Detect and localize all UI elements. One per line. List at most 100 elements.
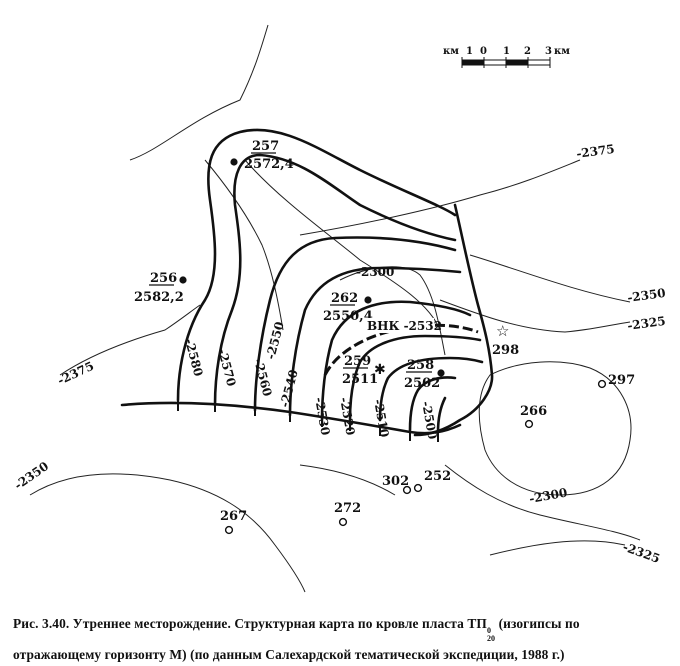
fault-line-south (120, 401, 462, 435)
isoline-2375-west (59, 304, 201, 376)
isoline-label: -2300 (356, 265, 394, 279)
scale-tick-label: 1 (466, 46, 473, 57)
isoline-2540 (320, 300, 472, 422)
caption-text-start: Рис. 3.40. Утреннее месторождение. Струк… (13, 616, 468, 631)
isoline-south-center (299, 464, 396, 496)
well-272: 272 (334, 501, 361, 527)
well-open-star-icon: ☆ (496, 322, 509, 340)
isoline-label: -2530 (312, 396, 332, 436)
isoline-2300-north (339, 266, 446, 356)
well-circle-icon (402, 485, 412, 495)
scale-tick-label: 1 (503, 46, 510, 57)
isoline-label: -2540 (277, 368, 300, 409)
well-259: ✱ 259 2511 (342, 354, 386, 387)
well-298: ☆ 298 (492, 322, 519, 358)
isoline-label: -2375 (55, 359, 96, 388)
scale-tick-label: 3 (545, 46, 552, 57)
scale-tick-label: 0 (480, 46, 487, 57)
well-value: 2511 (342, 372, 378, 387)
isoline-2325-east (439, 299, 631, 333)
fault-line-east (413, 203, 494, 437)
well-value: 2572,4 (244, 157, 294, 172)
isoline-2325-southeast (444, 464, 641, 541)
scale-tick-label: 2 (524, 46, 531, 57)
well-number: 259 (344, 354, 371, 369)
isoline-south (489, 540, 626, 556)
well-number: 258 (407, 358, 434, 373)
isoline-label: -2500 (419, 400, 439, 440)
isoline-label: -2580 (182, 337, 205, 378)
formation-symbol-base: ТП (467, 616, 487, 631)
isoline-2550 (288, 266, 462, 417)
well-297: 297 (597, 373, 635, 389)
isoline-label: -2350 (626, 286, 666, 305)
well-value: 2502 (404, 376, 440, 391)
well-dot-icon (437, 369, 445, 377)
well-circle-icon (524, 419, 534, 429)
well-252: 252 (413, 469, 451, 493)
well-circle-icon (413, 483, 423, 493)
well-number: 256 (150, 271, 177, 286)
isoline-thin-mid (244, 159, 441, 331)
well-number: 266 (520, 404, 547, 419)
isoline-2510 (408, 376, 457, 432)
well-266: 266 (520, 404, 547, 429)
isoline-2560 (253, 236, 457, 412)
well-number: 272 (334, 501, 361, 516)
well-filled-star-icon: ✱ (374, 362, 386, 378)
well-circle-icon (597, 379, 607, 389)
isoline-2375-north (129, 24, 269, 161)
fault-ticks (177, 401, 439, 442)
isoline-label: -2350 (12, 459, 51, 492)
scale-right-unit: км (554, 46, 570, 57)
owc-label: ВНК -2532 (367, 319, 442, 333)
isoline-label: -2550 (263, 320, 286, 361)
isoline-2530 (348, 334, 482, 422)
fold-isolines (120, 128, 494, 437)
well-number: 262 (331, 291, 358, 306)
well-circle-icon (224, 525, 234, 535)
isoline-2580 (176, 128, 457, 402)
isoline-label: -2325 (626, 314, 666, 333)
structural-map: км 1 0 1 2 3 км 257 2572,4 256 2582,2 (12, 24, 666, 593)
isoline-2300-east-loop (478, 361, 632, 496)
well-dot-icon (179, 276, 187, 284)
outer-isolines (29, 24, 641, 593)
wells: 257 2572,4 256 2582,2 262 2550,4 ✱ 259 2… (134, 139, 635, 535)
isoline-thin-inner-west (204, 159, 284, 331)
isoline-2520 (378, 356, 484, 422)
well-number: 267 (220, 509, 247, 524)
well-value: 2550,4 (323, 309, 373, 324)
well-number: 252 (424, 469, 451, 484)
scale-bar: км 1 0 1 2 3 км (443, 46, 570, 68)
isoline-2500 (436, 396, 447, 434)
formation-symbol-sup: 0 (486, 626, 492, 635)
well-302: 302 (382, 474, 412, 495)
isoline-label: -2325 (621, 540, 662, 566)
well-258: 258 2502 (404, 358, 445, 391)
well-value: 2582,2 (134, 290, 184, 305)
well-262: 262 2550,4 (323, 291, 373, 324)
well-256: 256 2582,2 (134, 271, 187, 305)
well-dot-icon (364, 296, 372, 304)
well-number: 257 (252, 139, 279, 154)
well-267: 267 (220, 509, 247, 535)
isoline-label: -2510 (371, 398, 391, 438)
scale-left-unit: км (443, 46, 459, 57)
caption-text-end: (изогипсы по отражающему горизонту М) (п… (13, 616, 580, 662)
isoline-label: -2375 (575, 142, 615, 161)
well-dot-icon (230, 158, 238, 166)
isoline-2350-east (469, 254, 631, 303)
isoline-2570 (213, 153, 457, 407)
well-257: 257 2572,4 (230, 139, 294, 172)
well-number: 302 (382, 474, 409, 489)
well-circle-icon (338, 517, 348, 527)
isoline-label: -2300 (528, 486, 568, 506)
figure-caption: Рис. 3.40. Утреннее месторождение. Струк… (13, 612, 668, 666)
isoline-2350-southwest (29, 473, 306, 593)
isoline-label: -2520 (337, 396, 357, 436)
well-number: 297 (608, 373, 635, 388)
formation-symbol-sub: 20 (486, 634, 496, 643)
well-number: 298 (492, 343, 519, 358)
